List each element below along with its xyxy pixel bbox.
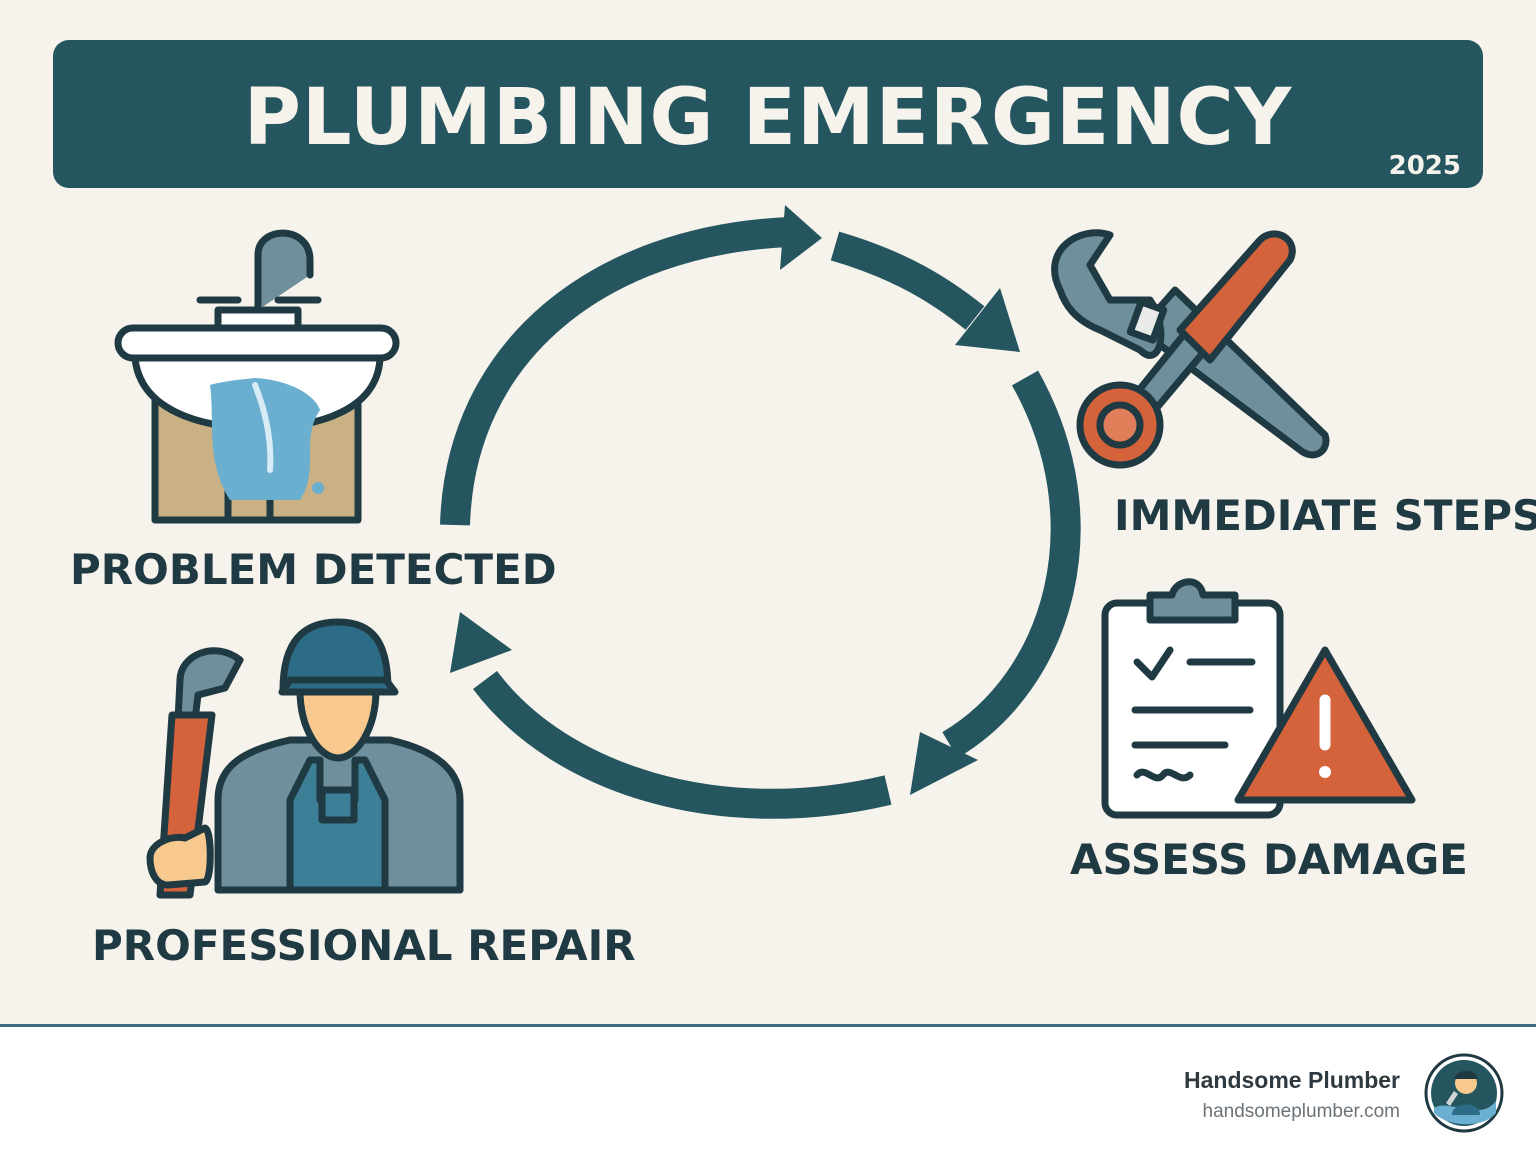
arrow-head-2 [955,288,1020,352]
cycle-svg [114,205,1416,899]
leaking-sink-icon [114,229,400,524]
step-label-immediate-steps: IMMEDIATE STEPS [1114,491,1536,540]
brand-logo-icon [1424,1053,1504,1133]
brand-name: Handsome Plumber [1184,1067,1400,1093]
cycle-arrows [440,217,1081,819]
step-label-assess-damage: ASSESS DAMAGE [1070,835,1468,884]
wrench-screwdriver-icon [1051,229,1330,469]
arrow-arc-bottom [473,670,892,819]
arrow-heads [450,205,1020,795]
arrow-arc-right [942,370,1081,758]
plumber-icon [146,618,464,899]
arrow-head-3 [910,732,978,795]
brand-url[interactable]: handsomeplumber.com [1202,1101,1401,1122]
step-label-professional-repair: PROFESSIONAL REPAIR [92,921,636,970]
footer: Handsome Plumber handsomeplumber.com [0,1024,1536,1157]
header-banner: PLUMBING EMERGENCY LIFECYCLE 2025 [53,40,1483,319]
arrow-head-4 [450,612,512,673]
step-label-problem-detected: PROBLEM DETECTED [70,545,557,594]
page-title: PLUMBING EMERGENCY LIFECYCLE [243,73,1293,319]
arrow-arc-top-right [830,231,985,330]
lifecycle-diagram: PROBLEM DETECTED IMMEDIATE STEPS ASSESS … [0,188,1536,1024]
arrow-arc-top-left [440,217,791,526]
arrow-head-1 [780,205,822,270]
clipboard-warning-icon [1101,578,1416,819]
year-badge: 2025 [1388,151,1461,181]
